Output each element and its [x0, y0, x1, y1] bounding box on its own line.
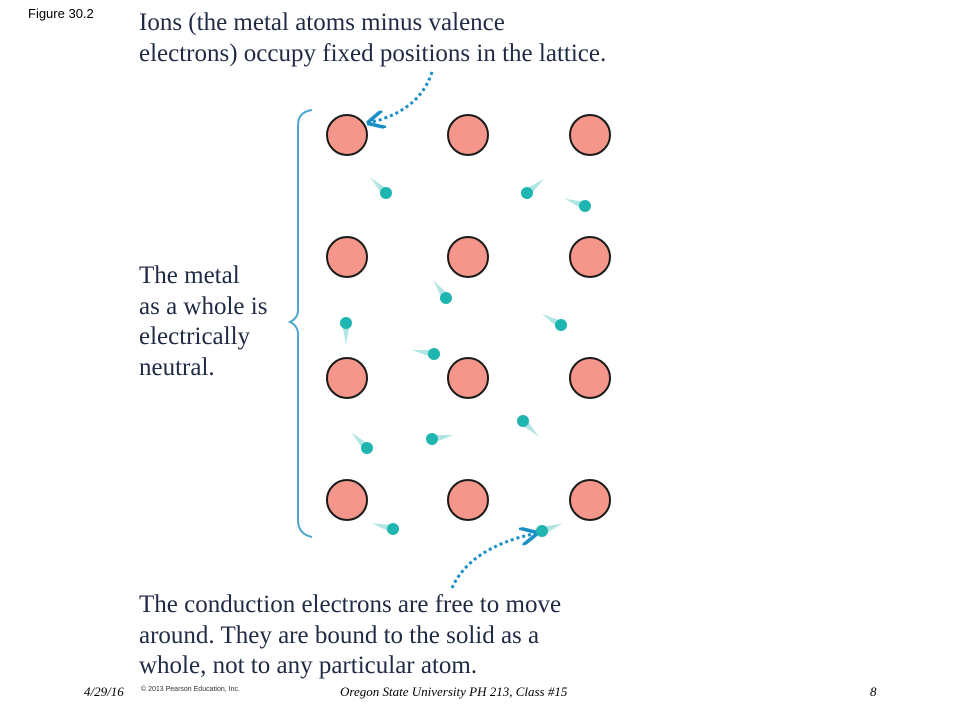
electron-dot	[521, 187, 533, 199]
footer-course: Oregon State University PH 213, Class #1…	[340, 684, 568, 699]
electrons-caption: The conduction electrons are free to mov…	[139, 590, 659, 682]
electron-10	[426, 433, 454, 445]
ions-caption-line-1: Ions (the metal atoms minus valence	[139, 9, 505, 36]
electron-5	[340, 317, 352, 345]
electron-dot	[428, 348, 440, 360]
ion-r2-c2	[447, 236, 489, 278]
electron-3	[564, 198, 591, 212]
neutral-caption: The metal as a whole is electrically neu…	[139, 261, 289, 383]
ion-r3-c2	[447, 357, 489, 399]
ion-lattice	[326, 114, 611, 521]
electron-6	[541, 314, 567, 331]
ion-r3-c1	[326, 357, 368, 399]
ion-r4-c3	[569, 479, 611, 521]
electron-dot	[361, 442, 373, 454]
electron-11	[371, 523, 399, 535]
ion-r2-c1	[326, 236, 368, 278]
neutral-bracket	[287, 109, 313, 538]
electron-dot	[517, 415, 529, 427]
conduction-electrons	[340, 177, 591, 537]
ion-r4-c2	[447, 479, 489, 521]
electrons-caption-line-2: around. They are bound to the solid as a	[139, 621, 540, 649]
electron-dot	[380, 187, 392, 199]
electron-7	[412, 348, 440, 360]
neutral-caption-line-3: electrically	[139, 323, 251, 350]
ions-caption: Ions (the metal atoms minus valence elec…	[139, 8, 699, 69]
electrons-caption-line-1: The conduction electrons are free to mov…	[139, 591, 562, 618]
ion-r1-c3	[569, 114, 611, 156]
electron-dot	[579, 200, 591, 212]
footer-date: 4/29/16	[84, 684, 124, 699]
neutral-caption-line-2: as a whole is	[139, 292, 268, 320]
electron-12	[536, 523, 563, 537]
neutral-caption-line-4: neutral.	[139, 353, 215, 381]
electron-8	[517, 415, 539, 437]
ion-r1-c1	[326, 114, 368, 156]
ion-r4-c1	[326, 479, 368, 521]
neutral-caption-line-1: The metal	[139, 262, 240, 289]
electron-4	[433, 279, 452, 304]
electron-dot	[555, 319, 567, 331]
electron-9	[351, 432, 373, 454]
ion-r2-c3	[569, 236, 611, 278]
electron-dot	[387, 523, 399, 535]
ions-pointer-arrow	[372, 71, 434, 122]
ion-r3-c3	[569, 357, 611, 399]
electron-dot	[426, 433, 438, 445]
ions-caption-line-2: electrons) occupy fixed positions in the…	[139, 39, 607, 67]
footer-copyright: © 2013 Pearson Education, Inc.	[141, 686, 240, 693]
electron-2	[521, 178, 544, 199]
electrons-caption-line-3: whole, not to any particular atom.	[139, 652, 478, 679]
figure-label: Figure 30.2	[28, 6, 94, 21]
electron-1	[370, 177, 392, 199]
electron-dot	[440, 292, 452, 304]
electrons-pointer-arrow	[450, 534, 533, 589]
ion-r1-c2	[447, 114, 489, 156]
footer-page-number: 8	[870, 684, 877, 699]
electron-dot	[536, 525, 548, 537]
electron-dot	[340, 317, 352, 329]
